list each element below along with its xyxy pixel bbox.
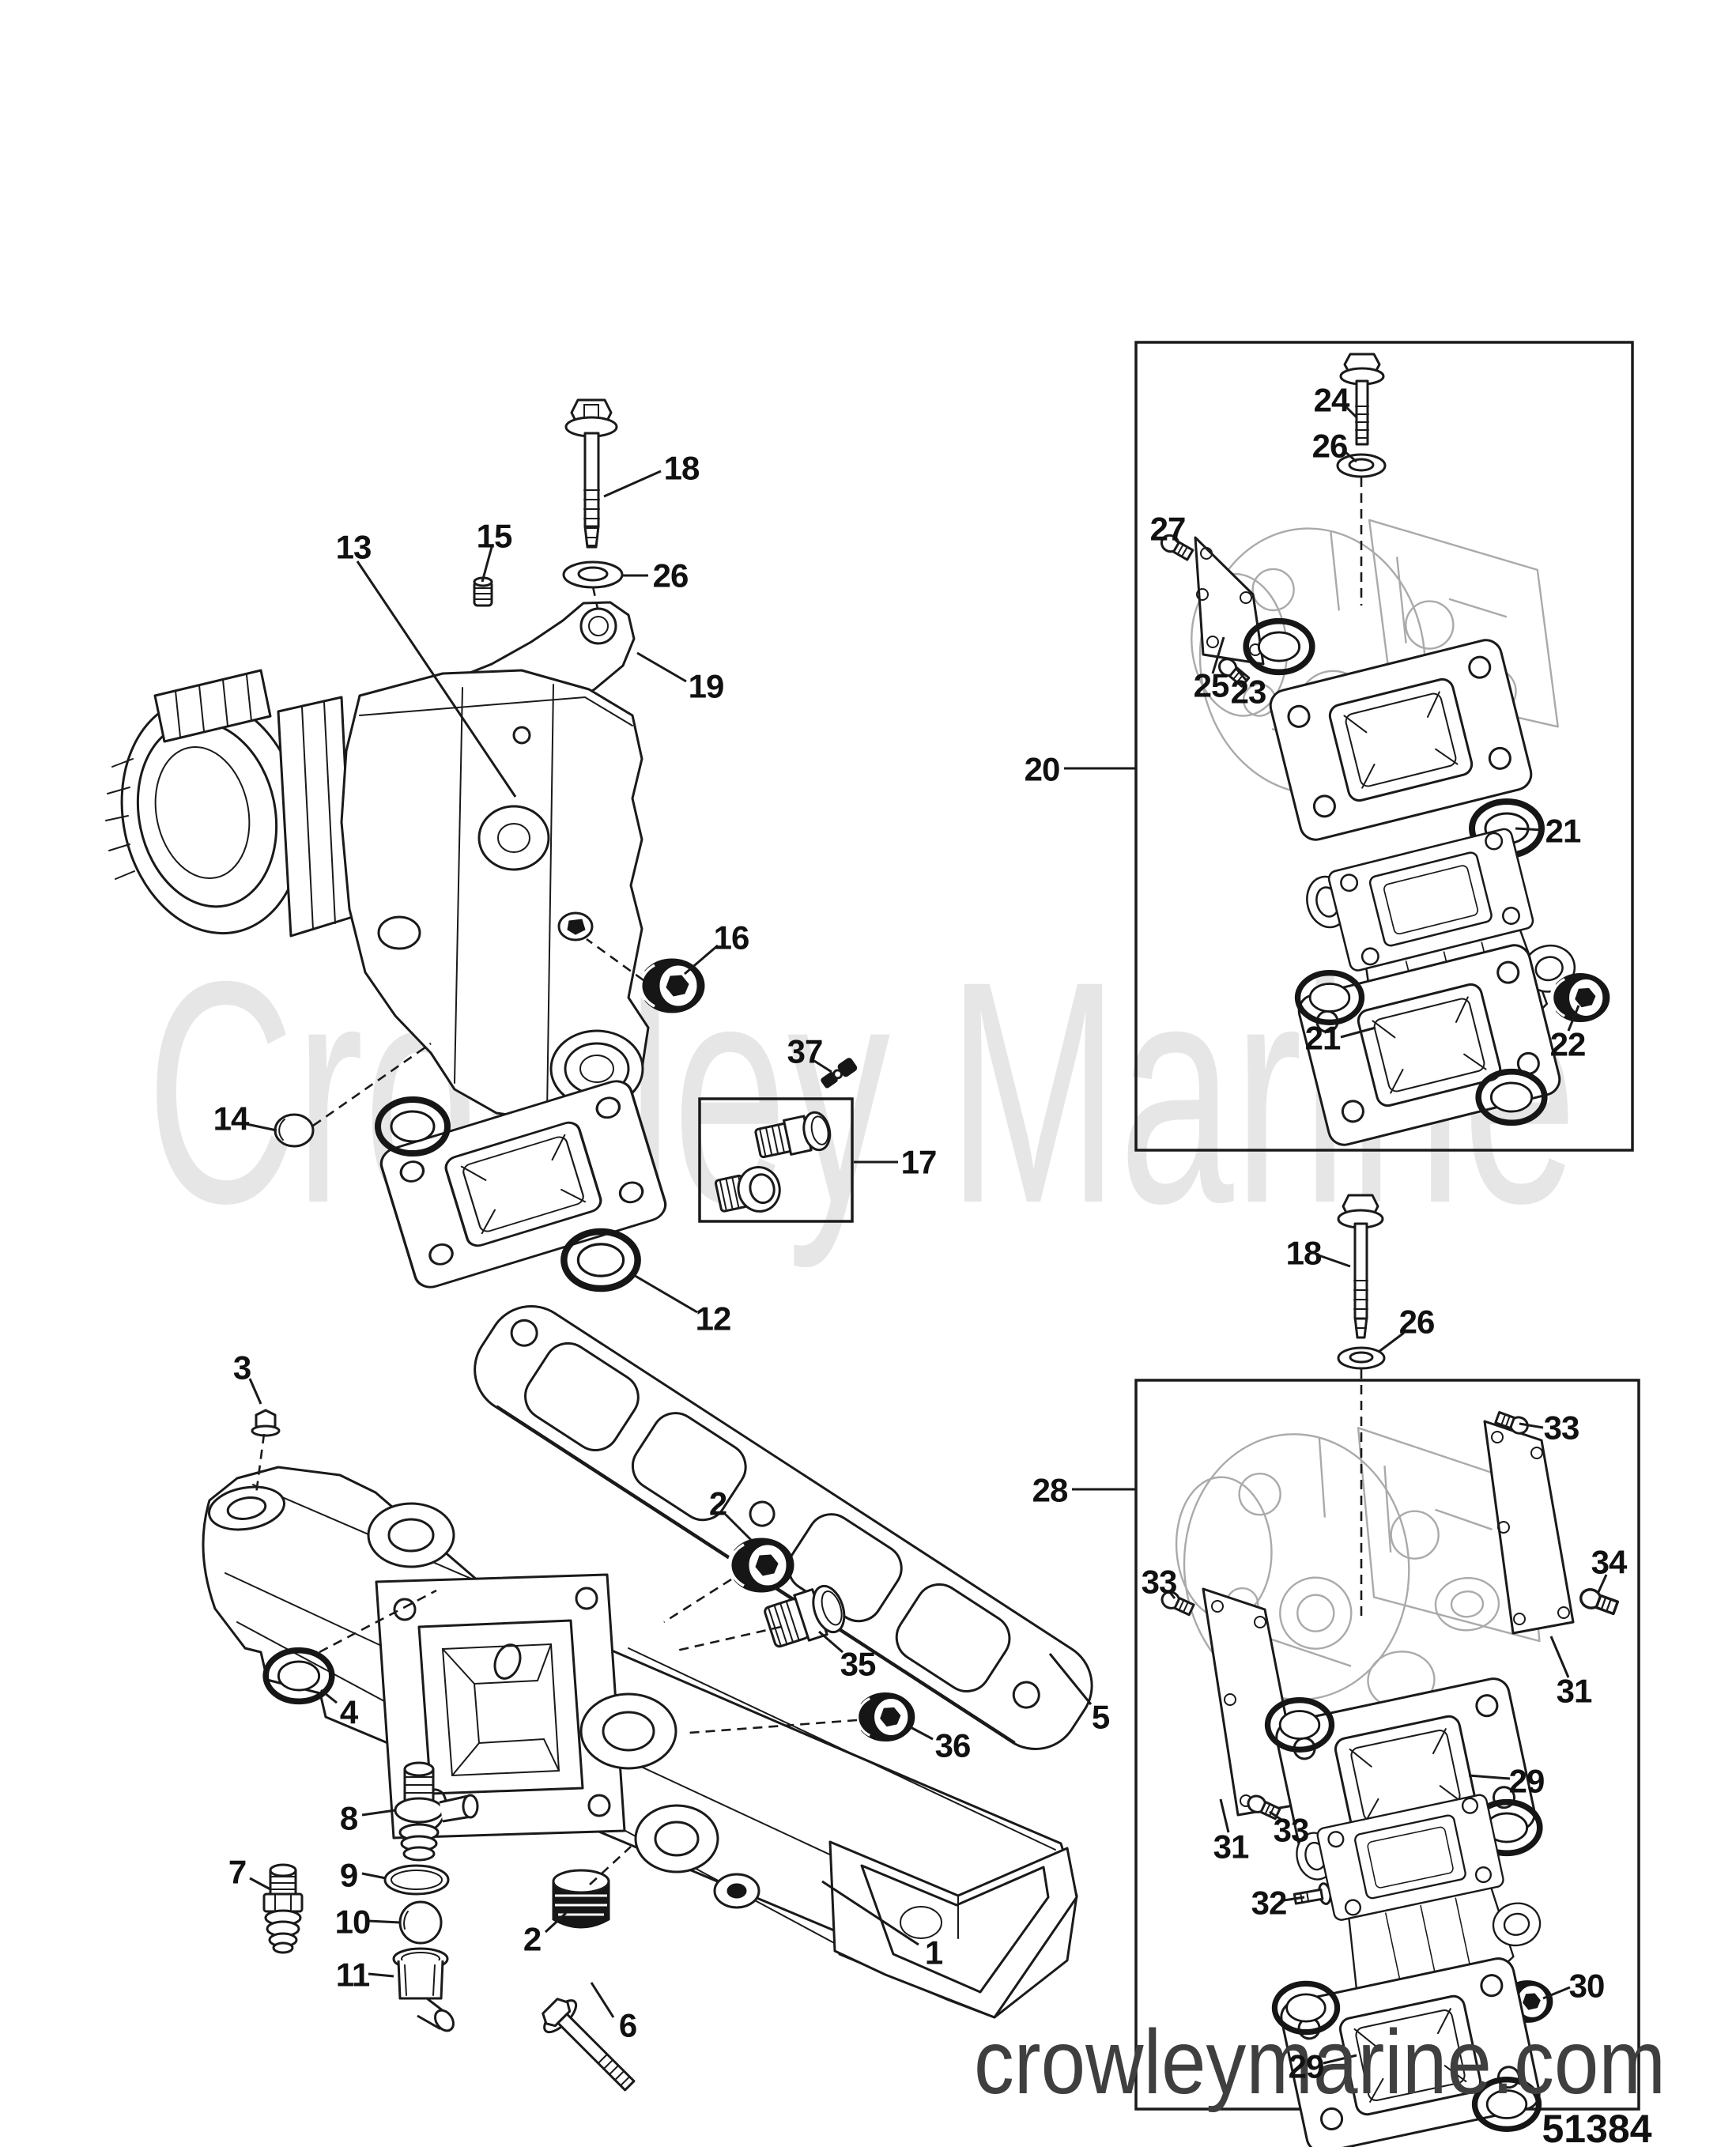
callout-label-1: 1	[925, 1934, 943, 1972]
callout-label-5: 5	[1092, 1699, 1110, 1736]
callout-label-37: 37	[787, 1033, 823, 1070]
callout-label-24: 24	[1314, 382, 1350, 419]
callout-label-12: 12	[696, 1300, 731, 1338]
callout-label-3: 3	[233, 1349, 251, 1387]
callout-label-31: 31	[1557, 1673, 1592, 1710]
plug-16-drawing	[638, 958, 705, 1013]
callout-label-18: 18	[1286, 1235, 1322, 1272]
callout-label-26: 26	[1399, 1304, 1435, 1341]
detail-box-17	[698, 1097, 854, 1223]
plate-25-drawing	[1194, 536, 1265, 666]
watermark-footer-text: crowleymarine.com	[974, 2012, 1666, 2113]
callout-label-19: 19	[689, 668, 724, 705]
oring-9-drawing	[383, 1864, 450, 1896]
washer-26-box20-drawing	[1336, 453, 1387, 478]
callout-label-15: 15	[477, 518, 512, 555]
callout-label-26: 26	[653, 557, 689, 594]
ball-10-drawing	[398, 1900, 443, 1945]
plug-14-drawing	[274, 1113, 315, 1148]
washer-26-drawing	[562, 560, 624, 589]
fitting-8-drawing	[394, 1761, 479, 1862]
assembly-dash-lines	[255, 477, 1363, 1885]
callout-label-17: 17	[901, 1144, 937, 1181]
callout-label-18: 18	[664, 450, 700, 487]
callout-label-26: 26	[1312, 428, 1348, 465]
callout-label-34: 34	[1591, 1544, 1628, 1581]
callout-label-33: 33	[1142, 1564, 1177, 1601]
callout-label-2: 2	[709, 1485, 726, 1523]
screw-32-drawing	[1293, 1882, 1332, 1905]
exhaust-elbow-assembly-drawing	[105, 398, 858, 1293]
callout-label-28: 28	[1032, 1472, 1068, 1509]
manifold-body-drawing	[202, 1466, 1078, 2019]
bolt-18-drawing	[564, 398, 618, 549]
callout-label-27: 27	[1150, 511, 1186, 548]
plug-2-lower-drawing	[552, 1869, 610, 1929]
bolt-18b-drawing	[1337, 1194, 1386, 1370]
plug-22-drawing	[1549, 972, 1610, 1023]
fitting-7-drawing	[262, 1863, 304, 1954]
nut-3-drawing	[251, 1409, 281, 1437]
callout-label-14: 14	[213, 1100, 250, 1138]
detail-box-28	[1134, 1194, 1640, 2147]
callout-label-31: 31	[1213, 1828, 1249, 1866]
fitting-11-drawing	[392, 1947, 455, 2032]
callout-label-6: 6	[619, 2007, 636, 2044]
callout-label-9: 9	[340, 1857, 357, 1894]
plate-31-right-drawing	[1483, 1420, 1575, 1635]
fitting-37-drawing	[821, 1058, 858, 1089]
callout-label-23: 23	[1231, 674, 1266, 711]
plug-2-upper-drawing	[727, 1538, 794, 1593]
pump-end-drawing	[105, 669, 354, 938]
callout-label-33: 33	[1274, 1812, 1309, 1849]
plug-36-drawing	[855, 1692, 915, 1742]
callout-label-7: 7	[228, 1854, 246, 1891]
gasket-21-upper-drawing	[1266, 636, 1536, 844]
callout-label-29: 29	[1289, 2048, 1324, 2085]
callout-label-25: 25	[1194, 667, 1229, 704]
document-number: 51384	[1542, 2107, 1651, 2147]
callout-label-35: 35	[840, 1646, 876, 1683]
bolt-24-drawing	[1339, 353, 1385, 446]
callout-label-29: 29	[1509, 1763, 1545, 1800]
callout-label-21: 21	[1305, 1020, 1341, 1057]
callout-label-36: 36	[935, 1727, 971, 1764]
callout-label-13: 13	[336, 529, 372, 566]
callout-label-4: 4	[340, 1694, 359, 1731]
callout-label-30: 30	[1569, 1968, 1605, 2005]
bolt-6-drawing	[542, 1998, 636, 2092]
callout-label-20: 20	[1025, 751, 1060, 788]
callout-label-22: 22	[1550, 1026, 1586, 1063]
callout-label-16: 16	[714, 919, 749, 957]
callout-label-33: 33	[1544, 1409, 1579, 1447]
callout-label-10: 10	[335, 1904, 371, 1941]
callout-label-11: 11	[336, 1956, 370, 1994]
callout-label-21: 21	[1545, 813, 1581, 850]
fitting-35-drawing	[764, 1584, 846, 1648]
callout-label-8: 8	[340, 1800, 358, 1837]
leader-lines	[246, 405, 1608, 2065]
callout-label-2: 2	[523, 1921, 541, 1958]
callout-label-32: 32	[1251, 1885, 1287, 1922]
detail-box-20	[1134, 341, 1634, 1152]
exhaust-manifold-drawing	[202, 1305, 1093, 2092]
